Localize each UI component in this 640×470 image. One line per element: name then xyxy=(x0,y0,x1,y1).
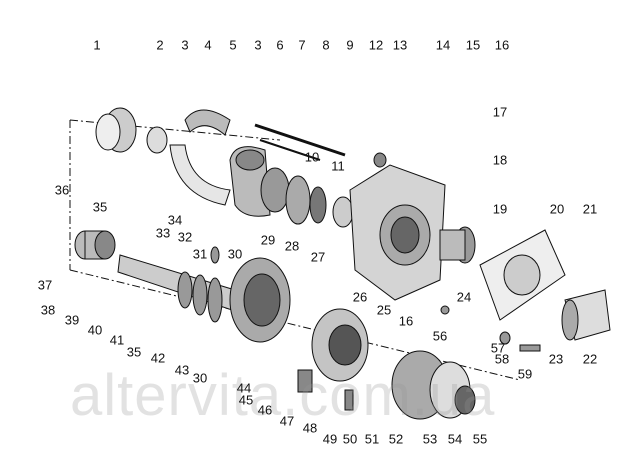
callout-18: 18 xyxy=(492,152,508,168)
callout-31: 31 xyxy=(192,246,208,262)
callout-7: 7 xyxy=(298,37,306,53)
callout-17: 17 xyxy=(492,104,508,120)
shaft-part xyxy=(254,123,346,161)
clutch-drum-part xyxy=(311,308,369,382)
callout-14: 14 xyxy=(435,37,451,53)
splined-hub-part xyxy=(439,226,476,264)
callout-6: 6 xyxy=(276,37,284,53)
callout-42: 42 xyxy=(150,350,166,366)
clamp-band-part xyxy=(169,109,231,206)
bushing-part xyxy=(146,126,168,154)
callout-3: 3 xyxy=(181,37,189,53)
callout-48: 48 xyxy=(302,420,318,436)
callout-11: 11 xyxy=(331,158,345,174)
callout-13: 13 xyxy=(392,37,408,53)
callout-37: 37 xyxy=(37,277,53,293)
callout-5: 5 xyxy=(229,37,237,53)
callout-35: 35 xyxy=(126,344,142,360)
callout-41: 41 xyxy=(109,332,125,348)
callout-34: 34 xyxy=(167,212,183,228)
callout-15: 15 xyxy=(465,37,481,53)
callout-27: 27 xyxy=(310,249,326,265)
callout-28: 28 xyxy=(284,238,300,254)
callout-16: 16 xyxy=(494,37,510,53)
callout-51: 51 xyxy=(364,431,380,447)
gear-stack-part xyxy=(260,167,354,228)
watermark: altervita.com.ua xyxy=(70,363,496,428)
callout-25: 25 xyxy=(376,302,392,318)
callout-30: 30 xyxy=(192,370,208,386)
small-fasteners xyxy=(210,246,541,352)
callout-53: 53 xyxy=(422,431,438,447)
callout-12: 12 xyxy=(368,37,384,53)
callout-49: 49 xyxy=(322,431,338,447)
callout-56: 56 xyxy=(432,328,448,344)
gearbox-housing-part xyxy=(349,164,446,301)
callout-43: 43 xyxy=(174,362,190,378)
drive-housing-part xyxy=(229,146,271,217)
callout-38: 38 xyxy=(40,302,56,318)
callout-24: 24 xyxy=(456,289,472,305)
callout-57: 57 xyxy=(490,340,506,356)
callout-20: 20 xyxy=(549,201,565,217)
callout-55: 55 xyxy=(472,431,488,447)
callout-10: 10 xyxy=(304,149,320,165)
callout-35: 35 xyxy=(92,199,108,215)
mounting-plate-part xyxy=(479,229,566,321)
callout-22: 22 xyxy=(582,351,598,367)
callout-4: 4 xyxy=(204,37,212,53)
callout-40: 40 xyxy=(87,322,103,338)
callout-16: 16 xyxy=(398,313,414,329)
callout-46: 46 xyxy=(257,402,273,418)
callout-2: 2 xyxy=(156,37,164,53)
callout-8: 8 xyxy=(322,37,330,53)
callout-39: 39 xyxy=(64,312,80,328)
seal-part xyxy=(373,152,387,168)
callout-26: 26 xyxy=(352,289,368,305)
callout-21: 21 xyxy=(582,201,598,217)
callout-29: 29 xyxy=(260,232,276,248)
splined-coupler-part xyxy=(74,230,116,260)
callout-45: 45 xyxy=(238,392,254,408)
callout-33: 33 xyxy=(155,225,171,241)
callout-36: 36 xyxy=(54,182,70,198)
callout-1: 1 xyxy=(93,37,101,53)
callout-44: 44 xyxy=(236,380,252,396)
callout-58: 58 xyxy=(494,351,510,367)
callout-30: 30 xyxy=(227,246,243,262)
output-gear-part xyxy=(391,350,476,420)
cylinder-cap-part xyxy=(561,289,611,341)
callout-59: 59 xyxy=(517,366,533,382)
callout-19: 19 xyxy=(492,201,508,217)
callout-50: 50 xyxy=(342,431,358,447)
pin-parts xyxy=(297,369,354,411)
callout-52: 52 xyxy=(388,431,404,447)
gear-drum-part xyxy=(229,257,291,343)
callout-32: 32 xyxy=(177,229,193,245)
washer-stack-part xyxy=(177,271,223,323)
callout-54: 54 xyxy=(447,431,463,447)
spring-coupling-part xyxy=(95,107,137,153)
callout-9: 9 xyxy=(346,37,354,53)
callout-47: 47 xyxy=(279,413,295,429)
callout-3: 3 xyxy=(254,37,262,53)
callout-23: 23 xyxy=(548,351,564,367)
